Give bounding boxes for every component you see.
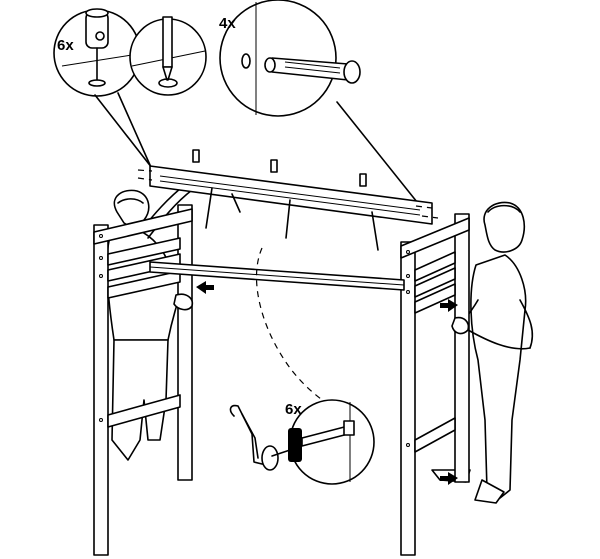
detail-circle-bolt: 6x [285, 399, 375, 485]
screwdriver-icon [158, 16, 178, 88]
detail-circle-screwdriver [129, 16, 207, 96]
arrow-icon [440, 299, 458, 312]
top-side-rail [137, 149, 439, 251]
dowel-count: 4x [219, 15, 236, 32]
arrow-icon [440, 472, 458, 485]
wooden-dowel-icon [264, 57, 361, 84]
right-end-frame [400, 213, 470, 556]
arrow-icon [196, 281, 214, 294]
middle-side-rail [149, 261, 405, 291]
helper-person-right [431, 201, 534, 504]
left-end-frame [93, 204, 193, 556]
bolt-icon [301, 420, 355, 447]
cam-lock-icon [85, 8, 109, 87]
detail-circle-dowel: 4x [219, 0, 361, 117]
bolt-count: 6x [285, 401, 302, 418]
right-hand [451, 316, 470, 335]
detail-circle-cam-lock: 6x [53, 8, 141, 97]
cam-lock-count: 6x [57, 37, 74, 54]
cam-lock-icon [192, 149, 367, 187]
allen-key-icon [229, 404, 297, 471]
left-hand [173, 293, 194, 311]
